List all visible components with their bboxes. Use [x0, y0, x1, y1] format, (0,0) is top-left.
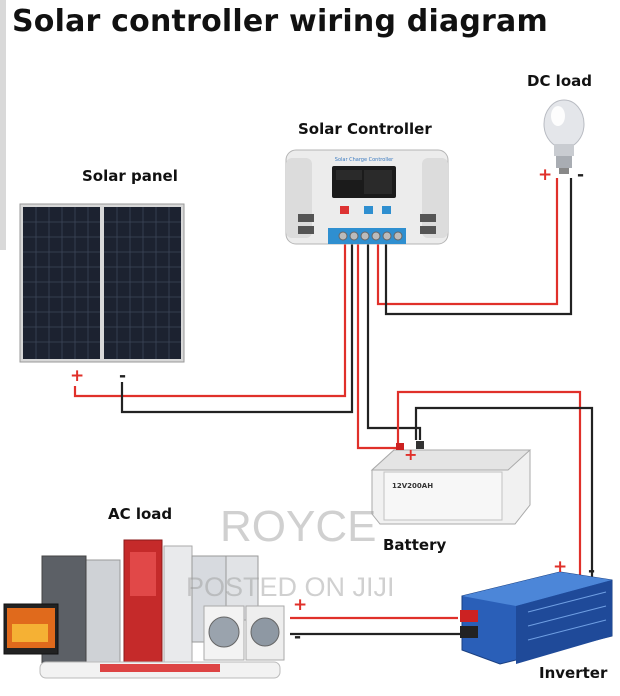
solar-controller: Solar Charge Controller — [285, 149, 449, 245]
left-edge-strip — [0, 0, 6, 250]
wire-panel-negative — [120, 242, 354, 414]
battery: 12V200AH — [370, 441, 532, 525]
watermark-brand: ROYCE — [220, 502, 377, 551]
dcload-plus-sign: + — [538, 165, 552, 185]
wire-panel-positive — [73, 242, 347, 398]
solar-panel — [19, 203, 185, 363]
inverter — [460, 571, 613, 665]
ac-load-label: AC load — [108, 505, 173, 523]
inverter-label: Inverter — [539, 664, 608, 682]
solar-controller-label: Solar Controller — [298, 120, 432, 138]
dc-load-label: DC load — [527, 72, 592, 90]
dcload-minus-sign: - — [577, 165, 584, 185]
panel-plus-sign: + — [70, 366, 84, 386]
diagram-title: Solar controller wiring diagram — [12, 4, 548, 39]
acload-plus-sign: + — [293, 595, 307, 615]
wire-dcload-positive — [376, 178, 559, 306]
wire-battery-positive — [356, 242, 398, 450]
controller-screen-text: Solar Charge Controller — [335, 157, 394, 163]
battery-capacity-text: 12V200AH — [392, 482, 433, 490]
solar-panel-label: Solar panel — [82, 167, 178, 185]
wire-battery-negative — [366, 242, 422, 440]
wire-dcload-negative — [384, 178, 573, 316]
wire-inverter-negative — [414, 406, 594, 580]
panel-minus-sign: - — [119, 366, 126, 386]
inverter-minus-sign: - — [588, 561, 595, 581]
watermark-posted: POSTED ON JIJI — [186, 572, 395, 602]
terminal-signs: + - + - + + - + - — [70, 165, 595, 647]
ac-load-appliances — [3, 539, 285, 679]
acload-minus-sign: - — [294, 627, 301, 647]
inverter-plus-sign: + — [553, 557, 567, 577]
dc-load-bulb — [543, 99, 585, 174]
battery-plus-sign: + — [404, 445, 417, 464]
battery-label: Battery — [383, 536, 447, 554]
